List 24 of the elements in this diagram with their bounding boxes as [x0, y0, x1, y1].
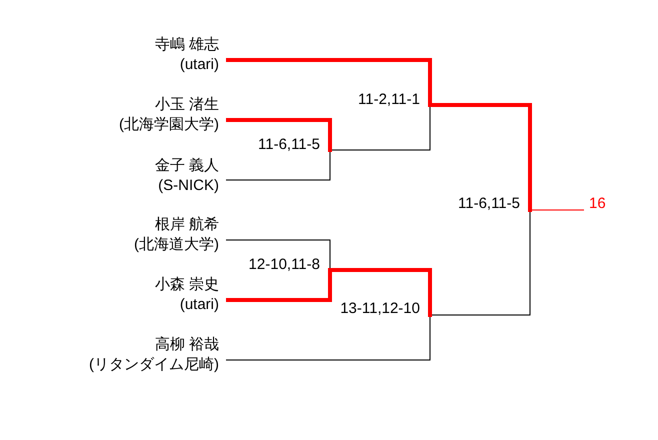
- score-label: 11-2,11-1: [358, 90, 420, 110]
- team-name: (S-NICK): [158, 176, 219, 196]
- player-name: 根岸 航希: [154, 215, 219, 235]
- team-name: (リタンダイム尼崎): [89, 355, 219, 375]
- team-name: (utari): [180, 55, 219, 75]
- bracket-line: [226, 118, 330, 122]
- team-name: (北海学園大学): [119, 115, 219, 135]
- player-name: 小森 崇史: [154, 275, 219, 295]
- team-name: (utari): [180, 295, 219, 315]
- player-name: 小玉 渚生: [154, 95, 219, 115]
- team-name: (北海道大学): [134, 235, 219, 255]
- player-name: 寺嶋 雄志: [154, 35, 219, 55]
- score-label: 11-6,11-5: [458, 194, 520, 214]
- bracket-line: [226, 58, 430, 62]
- player-name: 金子 義人: [154, 156, 219, 176]
- bracket-line: [330, 268, 430, 272]
- result-number: 16: [589, 194, 606, 214]
- player-name: 高柳 裕哉: [154, 335, 219, 355]
- score-label: 11-6,11-5: [258, 135, 320, 155]
- bracket-line: [430, 103, 530, 107]
- score-label: 12-10,11-8: [248, 255, 320, 275]
- bracket-line: [430, 314, 530, 316]
- score-label: 13-11,12-10: [340, 299, 420, 319]
- bracket-line: [226, 298, 330, 302]
